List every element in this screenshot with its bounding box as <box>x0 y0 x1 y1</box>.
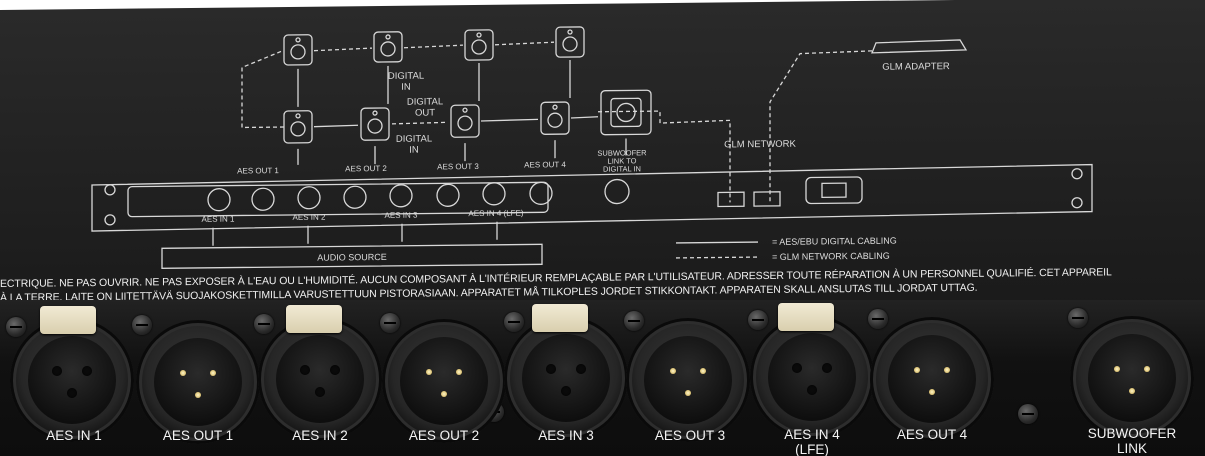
svg-text:IN: IN <box>409 145 419 156</box>
push-latch[interactable] <box>532 304 588 332</box>
speaker-icon-top-2 <box>373 31 403 63</box>
xlr-female-connector-aes-in-3[interactable] <box>504 316 628 440</box>
speaker-icon-mid-1 <box>283 110 313 144</box>
svg-text:AES OUT 2: AES OUT 2 <box>345 164 387 173</box>
push-latch[interactable] <box>286 305 342 333</box>
svg-text:LINK TO: LINK TO <box>608 156 637 165</box>
xlr-male-connector-aes-out-2[interactable] <box>382 319 506 443</box>
svg-text:= GLM NETWORK CABLING: = GLM NETWORK CABLING <box>772 251 890 262</box>
subwoofer-icon <box>600 89 652 136</box>
svg-text:OUT: OUT <box>415 107 435 118</box>
speaker-icon-mid-4 <box>540 101 570 135</box>
svg-text:AES OUT 3: AES OUT 3 <box>437 162 479 171</box>
screw <box>6 317 26 337</box>
svg-text:AES IN 2: AES IN 2 <box>293 213 326 222</box>
label-digital-out: DIGITAL <box>407 96 443 107</box>
screw <box>624 311 644 331</box>
speaker-icon-top-1 <box>283 34 313 66</box>
screw <box>1068 308 1088 328</box>
label-aes-in-3: AES IN 3 <box>538 428 594 443</box>
push-latch[interactable] <box>40 306 96 334</box>
xlr-female-connector-aes-in-2[interactable] <box>258 317 382 441</box>
speaker-icon-top-4 <box>555 26 585 58</box>
label-aes-in-4: AES IN 4 (LFE) <box>784 427 840 456</box>
speaker-icon-mid-3 <box>450 104 480 138</box>
svg-text:AES IN 1: AES IN 1 <box>202 215 235 224</box>
screw <box>748 310 768 330</box>
label-aes-out-1: AES OUT 1 <box>162 428 234 443</box>
label-digital-in-mid: DIGITAL <box>396 133 432 144</box>
xlr-male-connector-subwoofer-link[interactable] <box>1070 316 1194 440</box>
svg-text:DIGITAL IN: DIGITAL IN <box>603 164 641 173</box>
connection-diagram: DIGITAL IN DIGITAL OUT DIGITAL IN GLM AD… <box>91 26 1093 269</box>
svg-text:AES IN 4 (LFE): AES IN 4 (LFE) <box>468 209 523 219</box>
label-aes-in-2: AES IN 2 <box>292 428 348 443</box>
speaker-icon-top-3 <box>464 29 494 61</box>
xlr-female-connector-aes-in-4[interactable] <box>750 315 874 439</box>
label-digital-in-top: DIGITAL <box>388 71 424 82</box>
svg-text:AES OUT 1: AES OUT 1 <box>237 166 279 175</box>
svg-text:SUBWOOFER: SUBWOOFER <box>597 148 647 158</box>
label-aes-out-3: AES OUT 3 <box>654 428 726 443</box>
screw <box>1018 404 1038 424</box>
label-aes-out-4: AES OUT 4 <box>896 427 968 442</box>
screw <box>132 315 152 335</box>
screw <box>380 313 400 333</box>
label-subwoofer-link: SUBWOOFER LINK <box>1087 426 1177 456</box>
xlr-male-connector-aes-out-3[interactable] <box>626 318 750 442</box>
xlr-female-connector-aes-in-1[interactable] <box>10 318 134 442</box>
speaker-icon-mid-2 <box>360 107 390 141</box>
svg-text:= AES/EBU DIGITAL CABLING: = AES/EBU DIGITAL CABLING <box>772 236 897 247</box>
xlr-male-connector-aes-out-4[interactable] <box>870 317 994 441</box>
screw <box>868 309 888 329</box>
connector-row: AES IN 1 AES OUT 1 AES IN 2 AES OUT 2 AE… <box>0 300 1205 456</box>
svg-text:AUDIO SOURCE: AUDIO SOURCE <box>317 252 387 263</box>
screw <box>254 314 274 334</box>
label-aes-in-1: AES IN 1 <box>46 428 102 443</box>
xlr-male-connector-aes-out-1[interactable] <box>136 320 260 444</box>
label-glm-adapter: GLM ADAPTER <box>882 61 950 73</box>
label-aes-out-2: AES OUT 2 <box>408 428 480 443</box>
svg-text:AES IN 3: AES IN 3 <box>385 211 418 220</box>
label-glm-network: GLM NETWORK <box>724 139 796 151</box>
svg-text:AES OUT 4: AES OUT 4 <box>524 160 566 169</box>
svg-text:IN: IN <box>401 82 411 93</box>
screw <box>504 312 524 332</box>
push-latch[interactable] <box>778 303 834 331</box>
